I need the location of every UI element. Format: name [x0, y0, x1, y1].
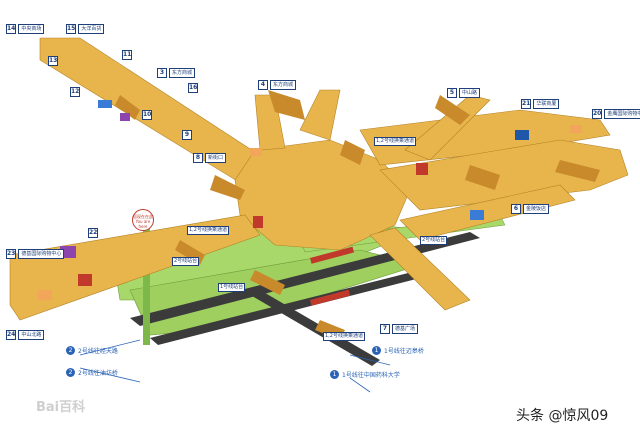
- exit-label-16: 16: [188, 83, 199, 93]
- concourse-north-arm: [299, 89, 341, 141]
- concourse-south-arm: [369, 227, 471, 311]
- credit-text: 头条 @惊风09: [516, 408, 609, 424]
- platform-tag-b: 1号线站台: [218, 283, 246, 292]
- exit-label-10: 10: [142, 110, 153, 120]
- exit-label-11: 11: [122, 50, 133, 60]
- transfer-tag-a: 1,2号线换乘通道: [374, 137, 416, 146]
- transfer-tag-c: 1,2号线换乘通道: [323, 332, 365, 341]
- concourse-southeast-arm: [399, 184, 576, 241]
- transfer-tag-b: 1,2号线换乘通道: [187, 226, 229, 235]
- stairs: [115, 90, 600, 340]
- exit-label-22: 22: [88, 228, 99, 238]
- concourse-southwest-arm: [9, 214, 261, 321]
- exit-label-9: 9: [182, 130, 194, 140]
- watermark: Bai百科: [36, 400, 86, 415]
- exit-label-13: 13: [48, 56, 59, 66]
- exit-arrows: [79, 339, 391, 393]
- train-1: [310, 246, 355, 264]
- exit-label-20: 20金鹰国际购物中心: [592, 109, 640, 119]
- platform-tag-a: 2号线站台: [172, 257, 200, 266]
- platform-tag-c: 2号线站台: [420, 236, 448, 245]
- exit-label-12: 12: [70, 87, 81, 97]
- train-3: [310, 289, 351, 306]
